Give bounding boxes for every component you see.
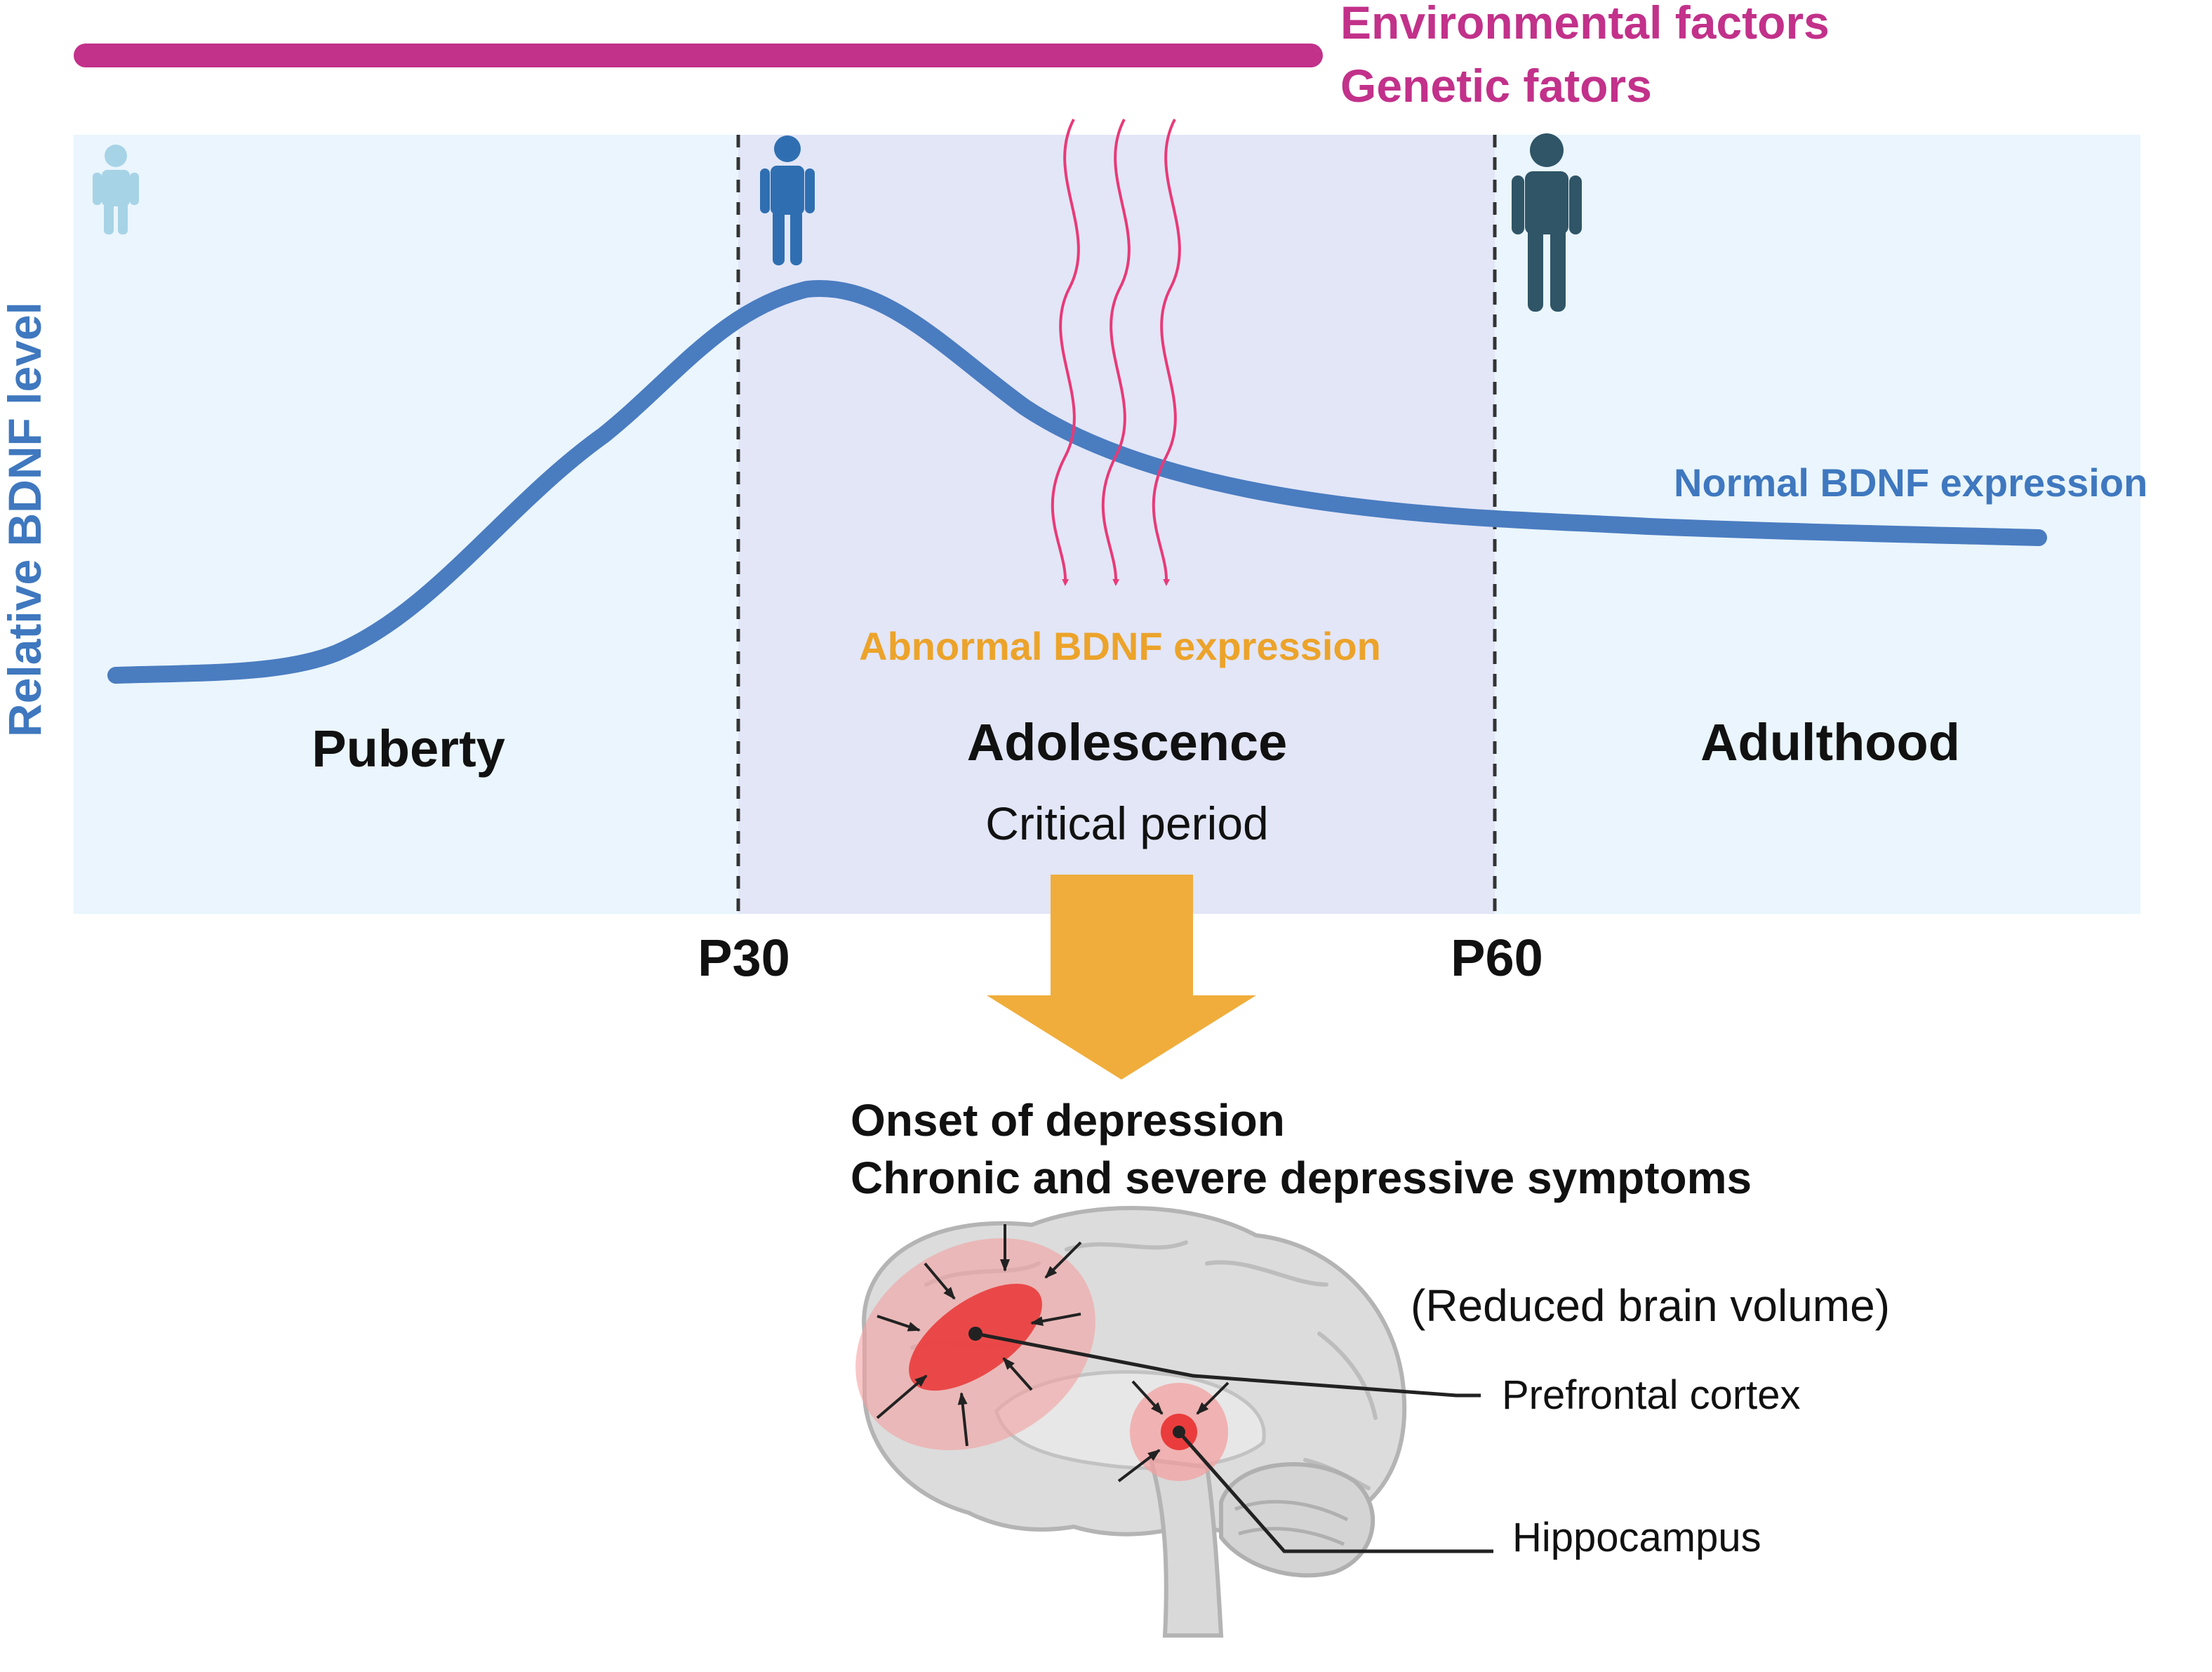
outcome-arrow [987, 875, 1256, 1080]
pfc-compression-arrows [876, 1224, 1082, 1447]
stage-adolescence: Adolescence [967, 713, 1288, 771]
marker-p60: P60 [1451, 929, 1543, 987]
marker-p30: P30 [698, 929, 790, 987]
genetic-factors-label: Genetic fators [1340, 60, 1652, 112]
adult-person-icon [1512, 133, 1582, 312]
adolescent-person-icon [760, 135, 815, 265]
critical-period-panel [738, 135, 1495, 914]
outcome-line-2: Chronic and severe depressive symptoms [851, 1153, 1752, 1203]
hippocampus-label: Hippocampus [1512, 1515, 1761, 1560]
child-person-icon [93, 145, 139, 234]
environmental-factors-label: Environmental factors [1340, 0, 1830, 48]
factors-bar [74, 44, 1323, 67]
bdnf-curve [107, 280, 2047, 684]
outcome-line-1: Onset of depression [851, 1095, 1285, 1146]
y-axis-label: Relative BDNF level [0, 302, 51, 737]
environmental-influence-wave-3 [1152, 119, 1181, 586]
stage-adulthood: Adulthood [1700, 713, 1960, 771]
abnormal-bdnf-label: Abnormal BDNF expression [859, 624, 1381, 668]
reduced-brain-volume-label: (Reduced brain volume) [1411, 1280, 1890, 1331]
hippocampus-leader-line [1178, 1431, 1493, 1553]
critical-period-label: Critical period [985, 797, 1268, 849]
normal-bdnf-label: Normal BDNF expression [1674, 460, 2147, 505]
environmental-influence-wave-1 [1051, 119, 1080, 586]
prefrontal-cortex-label: Prefrontal cortex [1502, 1372, 1801, 1418]
environmental-influence-wave-2 [1101, 119, 1131, 586]
pfc-leader-line [975, 1332, 1481, 1398]
hippocampus-compression-arrows [1117, 1380, 1230, 1482]
stage-puberty: Puberty [312, 719, 505, 778]
